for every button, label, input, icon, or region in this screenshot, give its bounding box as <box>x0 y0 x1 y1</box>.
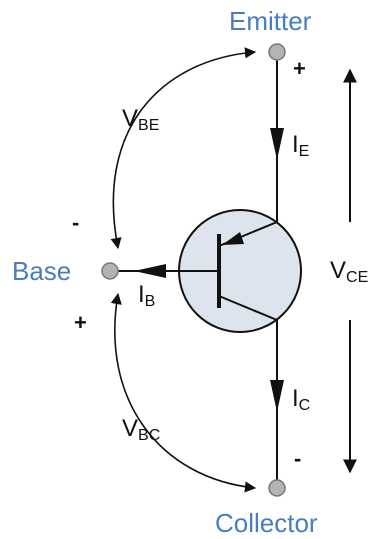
emitter-terminal <box>268 43 286 61</box>
collector-minus: - <box>294 446 301 471</box>
base-minus: - <box>72 210 79 235</box>
vbe-label: VBE <box>122 105 159 134</box>
ib-arrow <box>134 264 166 278</box>
vbe-curve <box>110 47 257 250</box>
ie-label: IE <box>292 131 309 160</box>
vce-label: VCE <box>330 257 368 286</box>
emitter-plus: + <box>293 56 306 81</box>
ib-label: IB <box>138 281 155 310</box>
base-terminal <box>101 262 119 280</box>
collector-label: Collector <box>215 508 318 538</box>
ie-arrow <box>270 128 284 160</box>
base-label: Base <box>12 256 71 286</box>
ic-arrow <box>270 380 284 412</box>
vbc-label: VBC <box>122 415 160 444</box>
collector-terminal <box>268 479 286 497</box>
emitter-label: Emitter <box>229 6 312 36</box>
base-plus: + <box>74 310 87 335</box>
vce-label-gap <box>330 222 370 320</box>
ic-label: IC <box>292 385 310 414</box>
vbc-curve <box>110 292 257 493</box>
